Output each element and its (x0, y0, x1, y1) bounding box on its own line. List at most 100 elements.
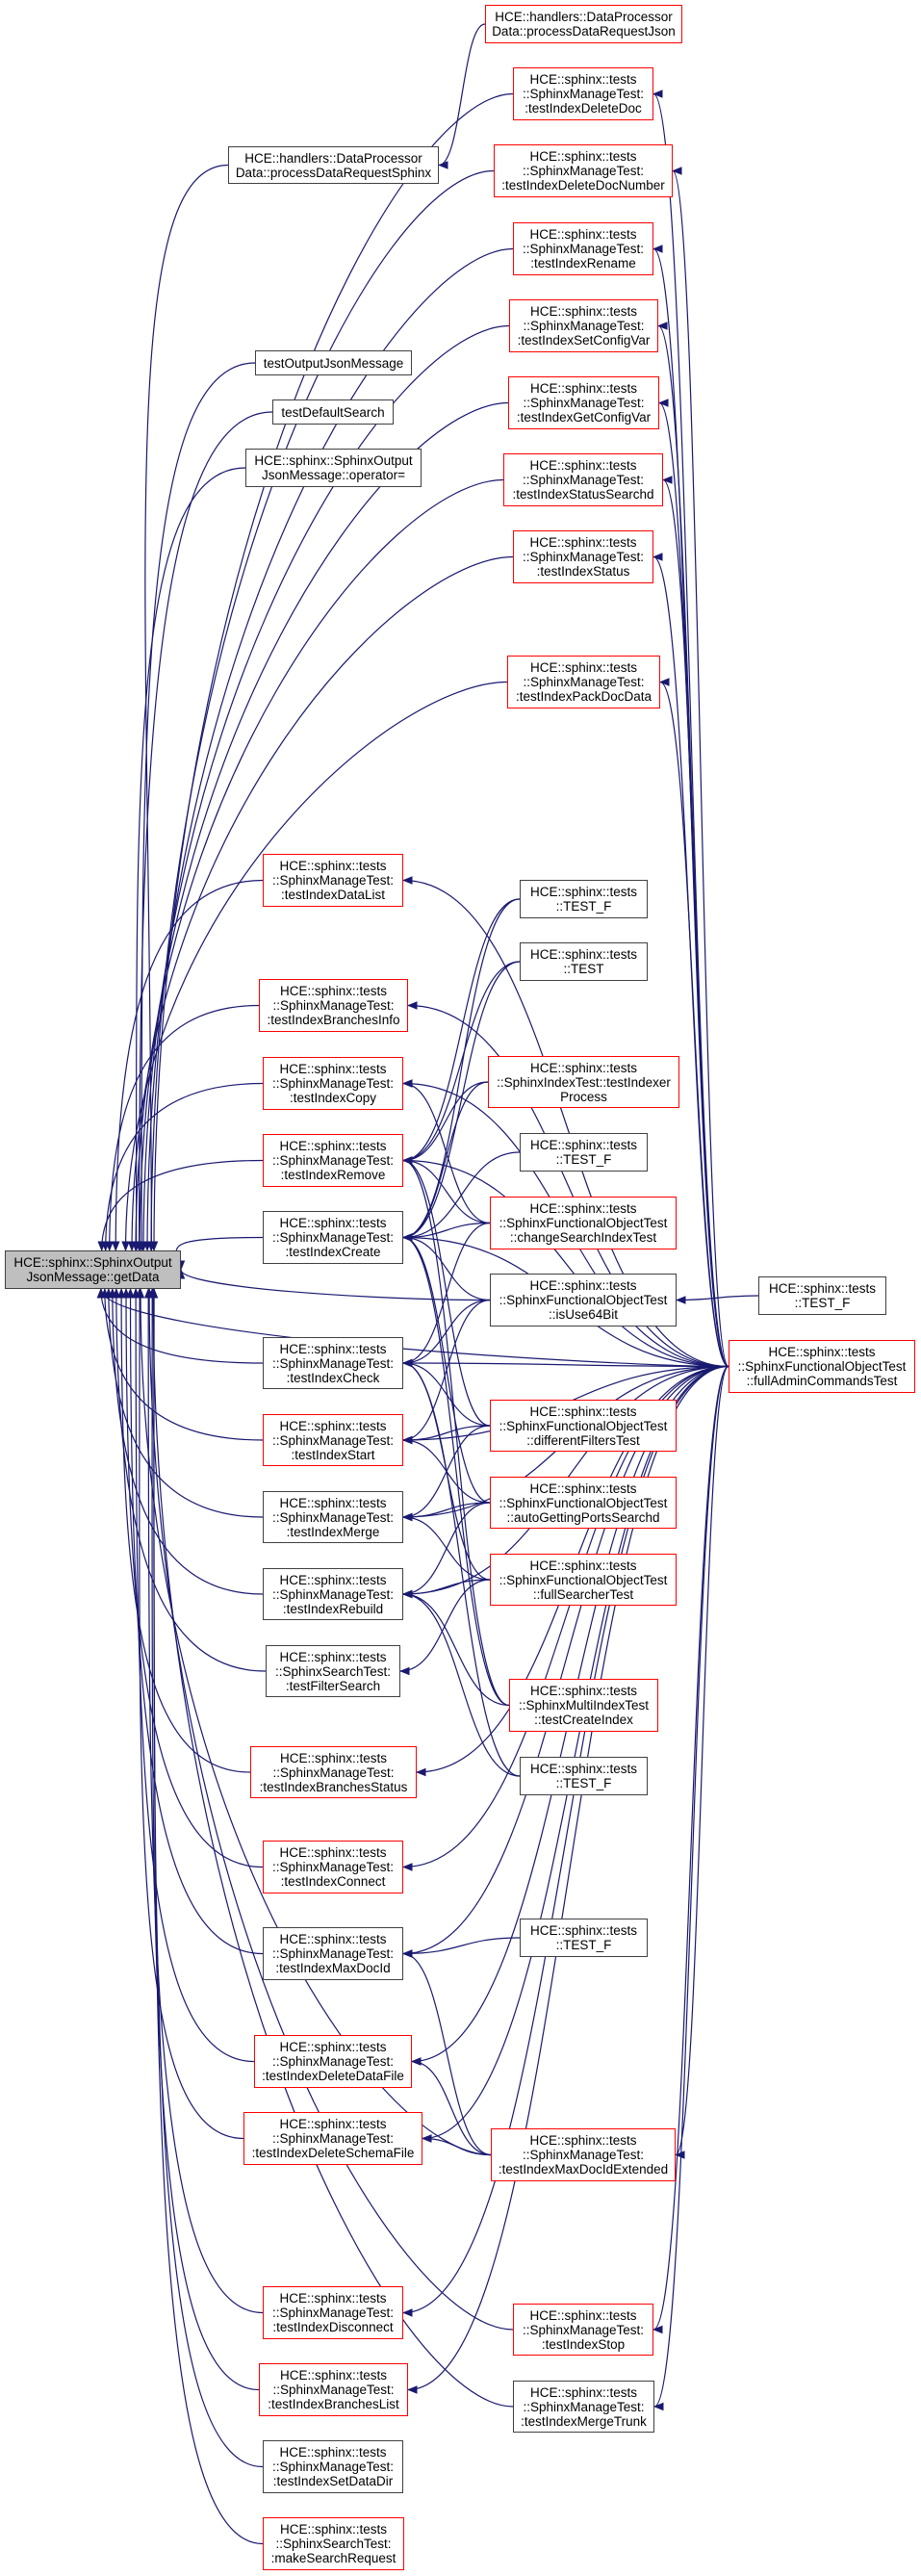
caller-node-set-data-dir[interactable]: HCE::sphinx::tests::SphinxManageTest::te… (263, 2440, 403, 2493)
caller-node-branches-status[interactable]: HCE::sphinx::tests::SphinxManageTest::te… (250, 1746, 417, 1798)
caller-node-test-default-search[interactable]: testDefaultSearch (272, 399, 394, 425)
call-edge-start-to-root (100, 1287, 264, 1441)
call-edge-test1-to-create (401, 961, 521, 1242)
caller-node-rename[interactable]: HCE::sphinx::tests::SphinxManageTest::te… (513, 222, 653, 275)
call-edge-fullAdmin-to-stop (652, 1365, 729, 2334)
caller-node-change-search[interactable]: HCE::sphinx::tests::SphinxFunctionalObje… (490, 1197, 677, 1249)
node-label-line: ::SphinxFunctionalObjectTest (499, 1216, 668, 1230)
caller-node-test-f4[interactable]: HCE::sphinx::tests::TEST_F (520, 1757, 648, 1795)
node-label-line: HCE::sphinx::tests (279, 1418, 387, 1433)
caller-node-test1[interactable]: HCE::sphinx::tests::TEST (520, 942, 648, 981)
node-label-line: HCE::sphinx::tests (529, 1278, 637, 1293)
node-label-line: HCE::sphinx::tests (529, 458, 637, 473)
call-edge-copy-to-root (101, 1082, 264, 1252)
call-edge-testF4-to-rebuild (401, 1589, 521, 1777)
node-label-line: HCE::sphinx::tests (768, 1281, 877, 1296)
call-edge-fullAdmin-to-delDoc (652, 90, 729, 1368)
caller-node-full-searcher[interactable]: HCE::sphinx::tests::SphinxFunctionalObje… (490, 1554, 677, 1606)
node-label-line: ::SphinxManageTest: (271, 1153, 395, 1168)
call-edge-dataList-to-root (111, 879, 264, 1252)
caller-node-is-use64[interactable]: HCE::sphinx::tests::SphinxFunctionalObje… (490, 1274, 677, 1327)
node-label-line: HCE::sphinx::tests (279, 859, 387, 873)
caller-node-status[interactable]: HCE::sphinx::tests::SphinxManageTest::te… (513, 530, 653, 583)
node-label-line: HCE::sphinx::tests (279, 2040, 387, 2054)
caller-node-del-doc-num[interactable]: HCE::sphinx::tests::SphinxManageTest::te… (494, 144, 673, 197)
call-edge-pdrSphinx-to-root (144, 164, 229, 1252)
node-label-line: ::SphinxManageTest: (271, 2306, 395, 2320)
node-label-line: :testIndexDataList (280, 888, 386, 902)
node-label-line: HCE::sphinx::tests (279, 2445, 387, 2460)
call-edge-testF5-to-maxDocId (401, 1937, 521, 1958)
node-label-line: ::SphinxIndexTest::testIndexer (497, 1074, 671, 1090)
node-label-line: HCE::sphinx::tests (529, 1684, 638, 1698)
caller-node-pack-doc[interactable]: HCE::sphinx::tests::SphinxManageTest::te… (507, 656, 660, 708)
call-edge-rebuild-to-root (108, 1287, 264, 1595)
caller-node-diff-filters[interactable]: HCE::sphinx::tests::SphinxFunctionalObje… (490, 1400, 677, 1452)
caller-node-test-f3[interactable]: HCE::sphinx::tests::TEST_F (758, 1276, 886, 1315)
caller-node-test-output-json-message[interactable]: testOutputJsonMessage (255, 350, 412, 375)
node-label-line: :testIndexMaxDocIdExtended (498, 2162, 669, 2177)
caller-node-max-doc-id[interactable]: HCE::sphinx::tests::SphinxManageTest::te… (263, 1927, 403, 1980)
caller-node-test-f5[interactable]: HCE::sphinx::tests::TEST_F (520, 1919, 648, 1957)
caller-node-del-schema-file[interactable]: HCE::sphinx::tests::SphinxManageTest::te… (243, 2112, 422, 2165)
caller-node-max-doc-id-ext[interactable]: HCE::sphinx::tests::SphinxManageTest::te… (491, 2128, 676, 2181)
node-label-line: ::SphinxFunctionalObjectTest (737, 1359, 907, 1374)
caller-node-test-f2[interactable]: HCE::sphinx::tests::TEST_F (520, 1133, 648, 1172)
caller-node-branches-info[interactable]: HCE::sphinx::tests::SphinxManageTest::te… (259, 979, 408, 1032)
node-label-line: HCE::sphinx::tests (768, 1345, 876, 1359)
node-label-line: ::TEST_F (555, 1152, 612, 1167)
node-label-line: ::SphinxManageTest: (271, 1432, 395, 1448)
node-label-line: ::SphinxSearchTest: (275, 2537, 392, 2551)
caller-node-make-search[interactable]: HCE::sphinx::tests::SphinxSearchTest::ma… (263, 2517, 404, 2570)
node-label-line: ::SphinxManageTest: (272, 1765, 395, 1780)
node-label-line: testDefaultSearch (281, 404, 385, 420)
caller-node-status-searchd[interactable]: HCE::sphinx::tests::SphinxManageTest::te… (503, 453, 663, 506)
node-label-line: :testIndexBranchesStatus (259, 1779, 408, 1794)
node-label-line: JsonMessage::operator= (262, 468, 405, 482)
node-label-line: testOutputJsonMessage (263, 355, 404, 371)
caller-node-filter-search[interactable]: HCE::sphinx::tests::SphinxSearchTest::te… (266, 1645, 400, 1697)
caller-node-merge[interactable]: HCE::sphinx::tests::SphinxManageTest::te… (263, 1491, 403, 1543)
caller-node-remove[interactable]: HCE::sphinx::tests::SphinxManageTest::te… (263, 1134, 403, 1187)
node-label-line: HCE::sphinx::tests (529, 1762, 638, 1776)
caller-node-disconnect[interactable]: HCE::sphinx::tests::SphinxManageTest::te… (263, 2286, 403, 2339)
caller-node-connect[interactable]: HCE::sphinx::tests::SphinxManageTest::te… (263, 1841, 403, 1893)
caller-node-check[interactable]: HCE::sphinx::tests::SphinxManageTest::te… (263, 1337, 403, 1389)
node-label-line: :testIndexStatusSearchd (512, 487, 654, 502)
caller-node-start[interactable]: HCE::sphinx::tests::SphinxManageTest::te… (263, 1414, 403, 1466)
caller-node-create[interactable]: HCE::sphinx::tests::SphinxManageTest::te… (263, 1211, 403, 1264)
caller-node-branches-list[interactable]: HCE::sphinx::tests::SphinxManageTest::te… (259, 2363, 408, 2416)
node-label-line: ::TEST_F (555, 1938, 612, 1952)
caller-node-get-cfg[interactable]: HCE::sphinx::tests::SphinxManageTest::te… (508, 376, 659, 429)
caller-node-del-doc[interactable]: HCE::sphinx::tests::SphinxManageTest::te… (513, 67, 653, 120)
caller-node-test-f1[interactable]: HCE::sphinx::tests::TEST_F (520, 880, 648, 918)
node-label-line: HCE::sphinx::tests (529, 885, 638, 899)
caller-node-data-list[interactable]: HCE::sphinx::tests::SphinxManageTest::te… (263, 854, 403, 907)
caller-node-del-data-file[interactable]: HCE::sphinx::tests::SphinxManageTest::te… (254, 2035, 412, 2088)
call-edge-mergeTrunk-to-root (148, 1287, 514, 2408)
call-edge-connect-to-root (121, 1287, 264, 1868)
caller-node-indexer-process[interactable]: HCE::sphinx::tests::SphinxIndexTest::tes… (488, 1056, 679, 1108)
node-label-line: HCE::sphinx::tests (529, 1558, 637, 1573)
node-label-line: ::TEST_F (555, 899, 612, 914)
node-label-line: ::SphinxMultiIndexTest (518, 1698, 650, 1713)
call-edge-status-to-root (127, 555, 514, 1252)
call-edge-fullAdmin-to-delDocNum (671, 167, 729, 1368)
caller-node-copy[interactable]: HCE::sphinx::tests::SphinxManageTest::te… (263, 1057, 403, 1110)
caller-node-auto-ports[interactable]: HCE::sphinx::tests::SphinxFunctionalObje… (490, 1477, 677, 1529)
call-edge-packDoc-to-root (121, 681, 508, 1252)
node-label-line: HCE::sphinx::tests (279, 984, 388, 998)
node-label-line: :testIndexDeleteDataFile (262, 2069, 404, 2083)
call-edge-fullAdmin-to-maxDocIdExt (674, 1365, 729, 2159)
caller-node-set-cfg[interactable]: HCE::sphinx::tests::SphinxManageTest::te… (509, 299, 658, 352)
caller-node-stop[interactable]: HCE::sphinx::tests::SphinxManageTest::te… (513, 2304, 653, 2356)
caller-node-full-admin[interactable]: HCE::sphinx::tests::SphinxFunctionalObje… (729, 1340, 915, 1393)
call-edge-fullAdmin-to-mergeTrunk (652, 1365, 729, 2411)
caller-node-create-index-multi[interactable]: HCE::sphinx::tests::SphinxMultiIndexTest… (509, 1679, 658, 1732)
caller-node-rebuild[interactable]: HCE::sphinx::tests::SphinxManageTest::te… (263, 1568, 403, 1620)
caller-node-merge-trunk[interactable]: HCE::sphinx::tests::SphinxManageTest::te… (513, 2381, 654, 2433)
